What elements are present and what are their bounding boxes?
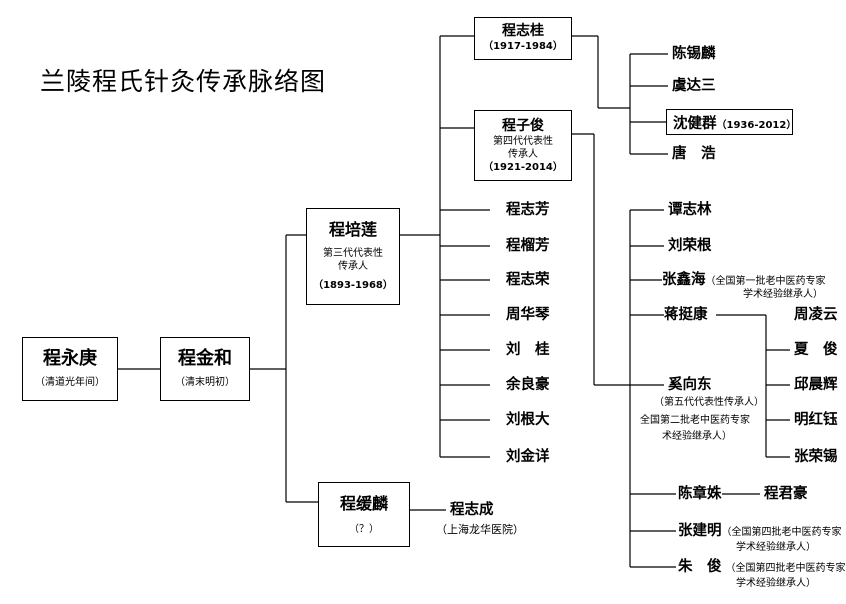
node-zhigui-student: 虞达三: [672, 78, 716, 94]
node-period: （1936-2012）: [716, 120, 797, 131]
node-period: （1921-2014）: [483, 162, 563, 173]
node-jiang-tingkang: 蒋挺康: [664, 307, 708, 323]
node-xi-xiangdong-note: 全国第二批老中医药专家: [640, 415, 750, 426]
node-note: 传承人: [338, 261, 368, 272]
node-cheng-peilian: 程培莲 第三代代表性 传承人 （1893-1968）: [306, 208, 400, 305]
node-jiang-student: 邱晨辉: [794, 377, 838, 393]
node-note: （全国第一批老中医药专家: [705, 276, 826, 287]
node-note: 传承人: [508, 149, 538, 160]
node-cheng-yuanlin: 程缓麟 （？）: [318, 482, 410, 547]
node-note: 第四代代表性: [493, 136, 553, 147]
node-name: 程永庚: [43, 348, 97, 369]
node-name: 张鑫海: [662, 272, 706, 288]
diagram-title: 兰陵程氏针灸传承脉络图: [40, 67, 327, 96]
node-peilian-child: 程志芳: [506, 202, 550, 218]
node-name: 朱 俊: [678, 559, 722, 575]
node-name: 程金和: [178, 348, 232, 369]
node-peilian-child: 刘 桂: [506, 342, 550, 358]
node-period: （1893-1968）: [313, 280, 393, 291]
node-zhu-jun-note: 学术经验继承人）: [736, 578, 816, 589]
node-cheng-jinhe: 程金和 （清末明初）: [160, 337, 250, 401]
node-jiang-student: 明红钰: [794, 412, 838, 428]
node-note: 第三代代表性: [323, 248, 383, 259]
node-chen-zhangshu: 陈章姝: [678, 486, 722, 502]
node-zhigui-student: 唐 浩: [672, 146, 716, 162]
node-xi-xiangdong-note: 术经验继承人）: [662, 431, 732, 442]
node-cheng-junhao: 程君豪: [764, 486, 808, 502]
node-period: （清末明初）: [175, 377, 235, 388]
node-xi-xiangdong-note: （第五代代表性传承人）: [654, 397, 764, 408]
node-peilian-child: 程榴芳: [506, 238, 550, 254]
node-cheng-zhigui: 程志桂 （1917-1984）: [474, 17, 572, 60]
node-tan-zhilin: 谭志林: [668, 202, 712, 218]
node-zhu-jun: 朱 俊（全国第四批老中医药专家: [678, 558, 846, 578]
node-period: （？）: [349, 524, 379, 535]
node-cheng-zijun: 程子俊 第四代代表性 传承人 （1921-2014）: [474, 110, 572, 181]
node-name: 程培莲: [328, 220, 377, 239]
node-xi-xiangdong: 奚向东: [668, 377, 712, 393]
node-zhang-xinhai: 张鑫海（全国第一批老中医药专家: [662, 271, 826, 291]
node-name: 沈健群: [673, 116, 717, 132]
node-note: （全国第四批老中医药专家: [721, 527, 842, 538]
node-jiang-student: 夏 俊: [794, 342, 838, 358]
node-cheng-zhicheng-note: （上海龙华医院）: [436, 523, 524, 536]
node-peilian-child: 刘金详: [506, 449, 550, 465]
node-name: 张建明: [678, 523, 722, 539]
node-liu-ronggen: 刘荣根: [668, 238, 712, 254]
node-peilian-child: 余良豪: [506, 377, 550, 393]
node-zhang-xinhai-note: 学术经验继承人）: [743, 289, 823, 300]
node-note: （全国第四批老中医药专家: [725, 563, 846, 574]
node-zhigui-student: 陈锡麟: [672, 46, 716, 62]
node-period: （1917-1984）: [483, 41, 563, 52]
node-name: 程子俊: [502, 118, 544, 134]
node-zhang-jianming: 张建明（全国第四批老中医药专家: [678, 522, 842, 542]
node-peilian-child: 刘根大: [506, 412, 550, 428]
node-shen-jianqun: 沈健群（1936-2012）: [666, 109, 796, 135]
node-jiang-student: 张荣锡: [794, 449, 838, 465]
node-zhang-jianming-note: 学术经验继承人）: [736, 542, 816, 553]
node-name: 程志桂: [502, 23, 544, 39]
node-jiang-student: 周凌云: [794, 307, 838, 323]
node-period: （清道光年间）: [35, 377, 105, 388]
node-peilian-child: 周华琴: [506, 307, 550, 323]
node-name: 程缓麟: [339, 494, 388, 513]
node-peilian-child: 程志荣: [506, 272, 550, 288]
node-cheng-zhicheng: 程志成: [450, 502, 494, 518]
node-cheng-yonggeng: 程永庚 （清道光年间）: [22, 337, 118, 401]
